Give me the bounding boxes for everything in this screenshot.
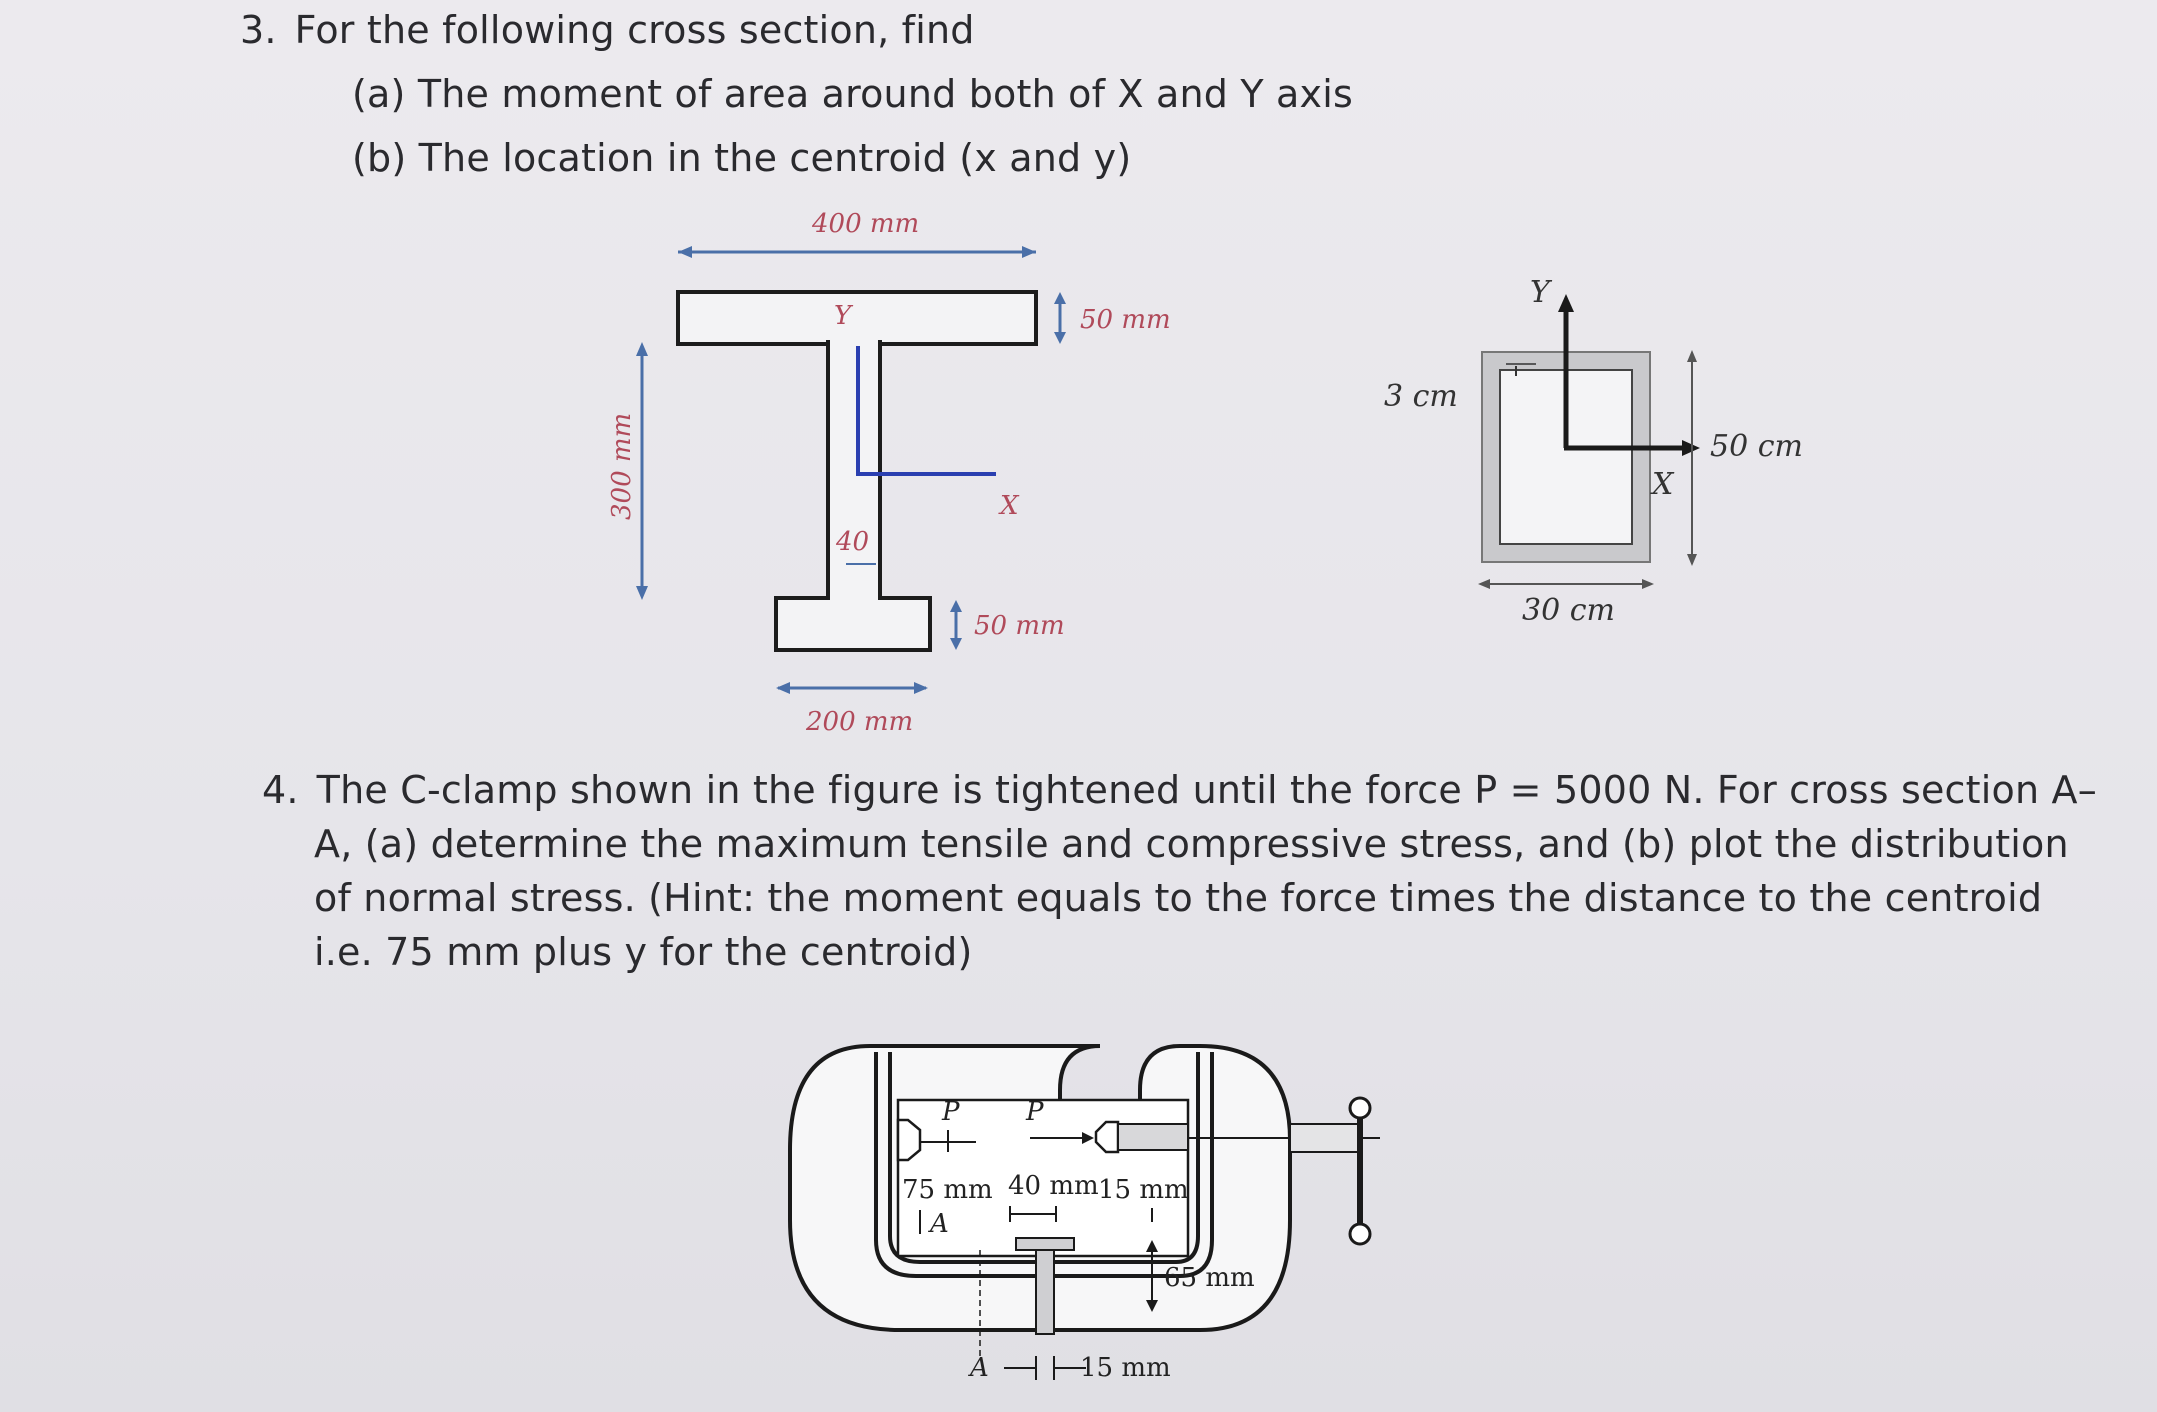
arrow-down-icon xyxy=(636,586,648,600)
arrow-up-icon xyxy=(950,600,962,612)
arrow-up-icon xyxy=(1146,1240,1158,1252)
web xyxy=(826,340,882,602)
box-height-label: 50 cm xyxy=(1710,429,1803,464)
dim-65mm: 65 mm xyxy=(1164,1263,1255,1293)
arrow-down-icon xyxy=(950,638,962,650)
top-width-label: 400 mm xyxy=(811,209,919,239)
clamp-channel-outer xyxy=(874,1052,1214,1278)
screw-nut xyxy=(1289,1123,1361,1153)
joint-mask xyxy=(830,594,878,602)
dim-15mm-bottom: 15 mm xyxy=(1080,1353,1171,1383)
arrow-left-icon xyxy=(1478,579,1490,589)
joint-mask xyxy=(830,340,878,348)
dim-40mm: 40 mm xyxy=(1008,1171,1099,1201)
arrow-up-icon xyxy=(636,342,648,356)
height-label: 300 mm xyxy=(607,413,637,520)
screw-tip xyxy=(1094,1120,1120,1154)
arrow-right-icon xyxy=(1642,579,1654,589)
q4-line-3: of normal stress. (Hint: the moment equa… xyxy=(314,876,2043,920)
box-section-figure: Y 3 cm X 50 cm 30 cm xyxy=(1384,275,1803,628)
dim-75mm: 75 mm xyxy=(902,1175,993,1205)
q3-heading: 3. For the following cross section, find xyxy=(240,8,975,52)
bottom-flange xyxy=(774,596,932,652)
t-section-figure: 400 mm 50 mm 300 mm Y X 40 50 mm xyxy=(607,209,1171,737)
q3-part-b: (b) The location in the centroid (x and … xyxy=(352,136,1132,180)
arrow-right-icon xyxy=(1082,1132,1094,1144)
q3-number: 3. xyxy=(240,8,277,52)
box-wall-label: 3 cm xyxy=(1384,379,1458,414)
section-aa-web xyxy=(1035,1249,1055,1335)
arrow-left-icon xyxy=(776,682,790,694)
arrow-up-icon xyxy=(1687,350,1697,362)
q3-part-a: (a) The moment of area around both of X … xyxy=(352,72,1353,116)
bottom-thickness-label: 50 mm xyxy=(974,611,1065,641)
section-aa-flange xyxy=(1015,1237,1075,1251)
force-p-right: P xyxy=(1025,1097,1044,1127)
y-axis-label: Y xyxy=(834,301,854,331)
left-pad xyxy=(896,1118,922,1162)
arrow-down-icon xyxy=(1146,1300,1158,1312)
arrow-right-icon xyxy=(1022,246,1036,258)
bottom-width-label: 200 mm xyxy=(805,707,913,737)
arrow-up-icon xyxy=(1054,292,1066,304)
box-width-label: 30 cm xyxy=(1522,593,1615,628)
q4-text-1: The C-clamp shown in the figure is tight… xyxy=(316,768,2097,812)
box-x-axis-label: X xyxy=(1650,467,1675,502)
handle-knob-bottom xyxy=(1348,1222,1372,1246)
box-y-axis-label: Y xyxy=(1530,275,1553,310)
arrow-left-icon xyxy=(678,246,692,258)
arrow-right-icon xyxy=(914,682,928,694)
section-a-top-label: A xyxy=(928,1209,949,1239)
handle-knob-top xyxy=(1348,1096,1372,1120)
arrow-down-icon xyxy=(1687,554,1697,566)
section-a-bottom-label: A xyxy=(968,1353,989,1383)
screw-thread xyxy=(1117,1123,1189,1151)
flange-thickness-label: 50 mm xyxy=(1080,305,1171,335)
q4-line-4: i.e. 75 mm plus y for the centroid) xyxy=(314,930,973,974)
q4-line-1: 4. The C-clamp shown in the figure is tig… xyxy=(262,768,2097,812)
q3-title: For the following cross section, find xyxy=(294,8,975,52)
dim-15mm-top: 15 mm xyxy=(1098,1175,1189,1205)
c-clamp-figure: P P 75 mm 40 mm 15 mm A 65 mm A 15 mm xyxy=(788,1044,1380,1383)
x-axis-label: X xyxy=(998,491,1020,521)
arrow-up-icon xyxy=(1558,294,1574,312)
q4-line-2: A, (a) determine the maximum tensile and… xyxy=(314,822,2069,866)
arrow-down-icon xyxy=(1054,332,1066,344)
top-flange xyxy=(676,290,1038,346)
q4-number: 4. xyxy=(262,768,299,812)
web-width-label: 40 xyxy=(835,527,869,557)
force-p-left: P xyxy=(941,1097,960,1127)
